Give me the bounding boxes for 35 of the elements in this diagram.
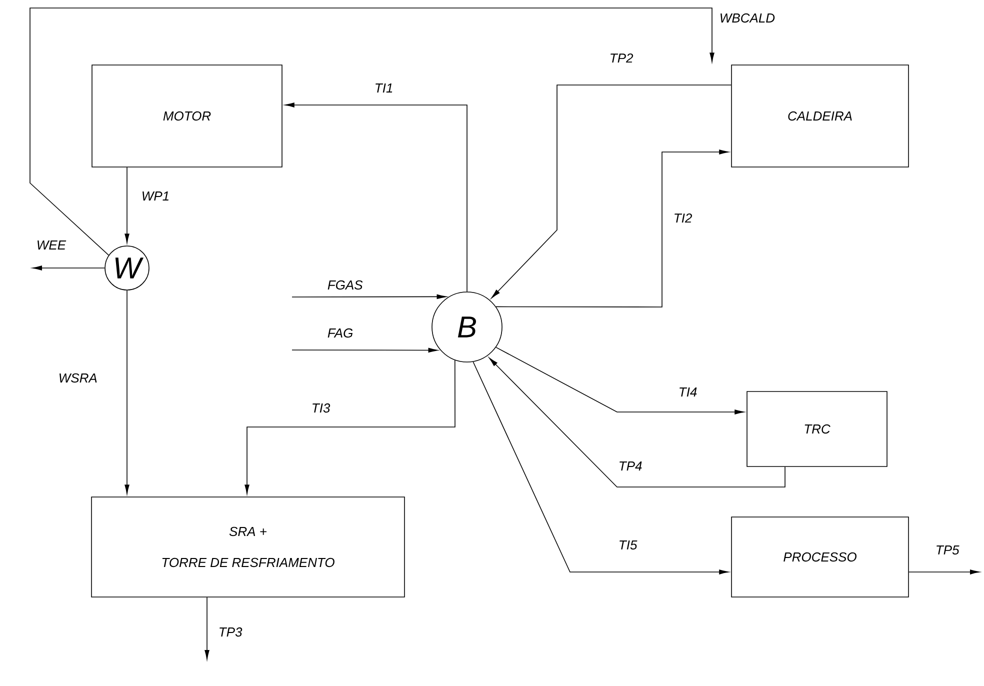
edge-label: TI2 bbox=[674, 213, 692, 223]
process-box: MOTOR bbox=[92, 64, 282, 168]
arrow bbox=[32, 266, 105, 270]
arrow bbox=[292, 294, 446, 300]
arrow bbox=[292, 348, 438, 353]
edge-label: TI1 bbox=[376, 84, 392, 92]
arrow bbox=[496, 346, 744, 414]
edge-label: FAG bbox=[328, 328, 353, 338]
edge-label: TP4 bbox=[620, 462, 642, 470]
process-box: SRA + TORRE DE RESFRIAMENTO bbox=[91, 496, 405, 598]
edge-label: TI3 bbox=[312, 403, 330, 413]
edge-label: TI5 bbox=[620, 540, 638, 550]
arrow bbox=[124, 167, 130, 244]
edge-label: FGAS bbox=[328, 280, 363, 290]
edge-label: WBCALD bbox=[720, 13, 775, 23]
arrow bbox=[30, 8, 714, 256]
edge-label: WP1 bbox=[142, 192, 168, 200]
arrow bbox=[491, 84, 732, 298]
process-box: CALDEIRA bbox=[731, 64, 909, 168]
edge-label: WEE bbox=[38, 240, 66, 250]
arrow bbox=[284, 102, 468, 292]
arrow bbox=[472, 361, 729, 574]
edge-label: TP5 bbox=[936, 545, 960, 555]
arrow bbox=[124, 290, 130, 494]
arrow bbox=[496, 150, 729, 308]
edge-label: TI4 bbox=[680, 388, 697, 396]
process-box: PROCESSO bbox=[731, 516, 909, 598]
arrow bbox=[488, 358, 786, 488]
edge-label: TP3 bbox=[220, 627, 242, 637]
edge-label: WSRA bbox=[60, 373, 97, 383]
process-box: TRC bbox=[746, 391, 888, 467]
arrow bbox=[244, 360, 456, 494]
arrow bbox=[204, 597, 210, 660]
arrow bbox=[908, 570, 980, 574]
edge-label: TP2 bbox=[610, 53, 634, 63]
